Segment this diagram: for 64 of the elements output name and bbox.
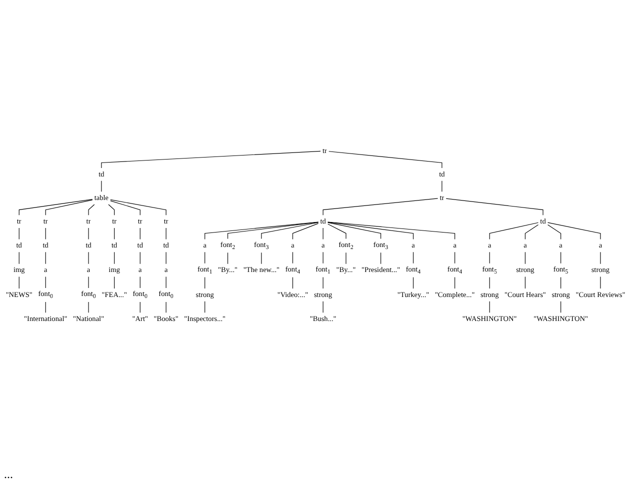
connector	[45, 252, 46, 264]
connector	[227, 252, 228, 264]
connector	[328, 222, 382, 239]
connector	[88, 302, 89, 313]
connector	[322, 277, 324, 289]
connector	[18, 276, 20, 289]
connector	[45, 228, 46, 240]
connector	[88, 252, 89, 264]
connector	[454, 277, 456, 289]
connector	[322, 198, 438, 216]
connector	[560, 277, 562, 289]
connector	[88, 204, 95, 216]
connector	[110, 200, 140, 216]
connector	[114, 228, 115, 240]
connector	[108, 204, 115, 216]
connector	[292, 277, 294, 289]
connector	[322, 301, 324, 313]
connector	[292, 223, 319, 240]
connector	[328, 222, 414, 240]
connector	[204, 301, 206, 313]
connector	[261, 252, 262, 264]
connector	[45, 200, 93, 216]
connector	[261, 222, 319, 239]
connector	[88, 276, 89, 288]
connector	[412, 277, 414, 289]
connector	[412, 252, 414, 264]
connector	[322, 252, 324, 264]
connector	[489, 301, 490, 313]
connector	[114, 276, 115, 289]
connector	[489, 277, 490, 289]
connector	[380, 252, 382, 264]
connector	[204, 252, 206, 264]
connector	[489, 252, 490, 264]
connector	[446, 198, 544, 216]
connector	[328, 151, 442, 168]
connector	[101, 180, 102, 192]
connector	[18, 252, 20, 264]
connector	[560, 252, 562, 264]
connector	[18, 199, 93, 216]
connector	[204, 277, 206, 289]
connector	[524, 252, 526, 264]
connector	[547, 222, 601, 240]
connector	[454, 252, 456, 264]
connector	[110, 199, 166, 216]
connector	[489, 222, 539, 240]
connector	[18, 228, 20, 240]
connector	[328, 222, 456, 240]
connector	[101, 150, 321, 168]
connector	[600, 252, 601, 264]
connector	[328, 224, 346, 239]
connector	[560, 301, 562, 313]
connector	[45, 276, 46, 288]
connector	[322, 228, 324, 240]
connector	[227, 222, 319, 239]
connector	[292, 252, 294, 264]
connector	[88, 228, 89, 240]
connector	[45, 302, 46, 313]
ellipsis-note: ...	[4, 467, 13, 481]
connector	[524, 276, 526, 289]
connector	[204, 222, 319, 240]
connector	[547, 224, 562, 240]
connector	[114, 252, 115, 264]
connector	[524, 224, 539, 240]
connector	[600, 276, 601, 289]
